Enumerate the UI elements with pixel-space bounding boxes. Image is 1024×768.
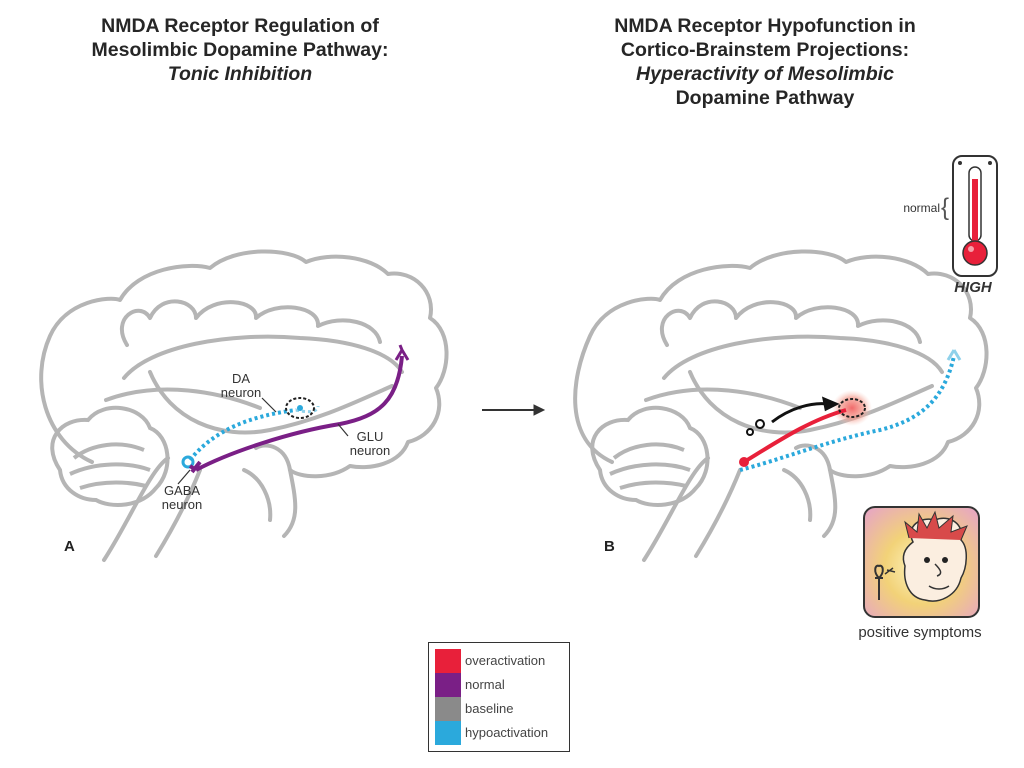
- normal-range-brace: {: [940, 194, 949, 221]
- da-target-a-circle: [285, 397, 315, 419]
- transition-arrow: [482, 404, 546, 416]
- positive-symptoms-cartoon: [863, 506, 980, 618]
- legend-swatch-normal: [435, 673, 461, 697]
- legend-swatch-overactivation: [435, 649, 461, 673]
- legend: overactivation normal baseline hypoactiv…: [428, 642, 570, 752]
- panel-b-title: NMDA Receptor Hypofunction in Cortico-Br…: [545, 14, 985, 110]
- cerebellum-a: [50, 405, 170, 507]
- high-level-label: HIGH: [954, 279, 992, 296]
- positive-symptoms-caption: positive symptoms: [858, 624, 982, 641]
- da-neuron-b-path: [742, 408, 847, 464]
- hallucination-face-icon: [874, 510, 968, 602]
- gaba-neuron-label: GABA neuron: [161, 483, 203, 512]
- legend-swatch-baseline: [435, 697, 461, 721]
- legend-item-hypoactivation: hypoactivation: [435, 721, 565, 745]
- glu-neuron-label: GLU neuron: [349, 429, 391, 458]
- da-neuron-label: DA neuron: [220, 371, 262, 400]
- normal-range-label: normal: [903, 201, 940, 215]
- legend-item-baseline: baseline: [435, 697, 565, 721]
- brain-a-outline: [39, 249, 449, 562]
- panel-a-title: NMDA Receptor Regulation of Mesolimbic D…: [20, 14, 460, 86]
- panel-a-letter: A: [64, 538, 75, 555]
- panel-b-letter: B: [604, 538, 615, 555]
- da-neuron-a-path: [188, 408, 297, 462]
- panel-b-title-line2: Cortico-Brainstem Projections:: [620, 39, 910, 61]
- overactive-target-glow: [832, 390, 872, 426]
- legend-item-overactivation: overactivation: [435, 649, 565, 673]
- thermometer: [952, 155, 998, 277]
- panel-b-title-line4: Dopamine Pathway: [675, 87, 855, 109]
- legend-swatch-hypoactivation: [435, 721, 461, 745]
- panel-a-title-line3: Tonic Inhibition: [167, 63, 313, 85]
- glu-neuron-a-path: [195, 355, 404, 472]
- thermometer-icon: [958, 161, 992, 266]
- gaba-neuron-a-soma: [181, 455, 195, 469]
- panel-b-title-line1: NMDA Receptor Hypofunction in: [614, 15, 916, 37]
- cerebellum-b: [590, 405, 710, 507]
- panel-b-title-line3: Hyperactivity of Mesolimbic: [636, 63, 894, 85]
- legend-item-normal: normal: [435, 673, 565, 697]
- activation-arrow: [746, 396, 840, 436]
- panel-a-title-line2: Mesolimbic Dopamine Pathway:: [91, 39, 389, 61]
- panel-a-title-line1: NMDA Receptor Regulation of: [101, 15, 379, 37]
- glu-neuron-b-path: [739, 355, 956, 472]
- brain-b-outline: [573, 249, 989, 562]
